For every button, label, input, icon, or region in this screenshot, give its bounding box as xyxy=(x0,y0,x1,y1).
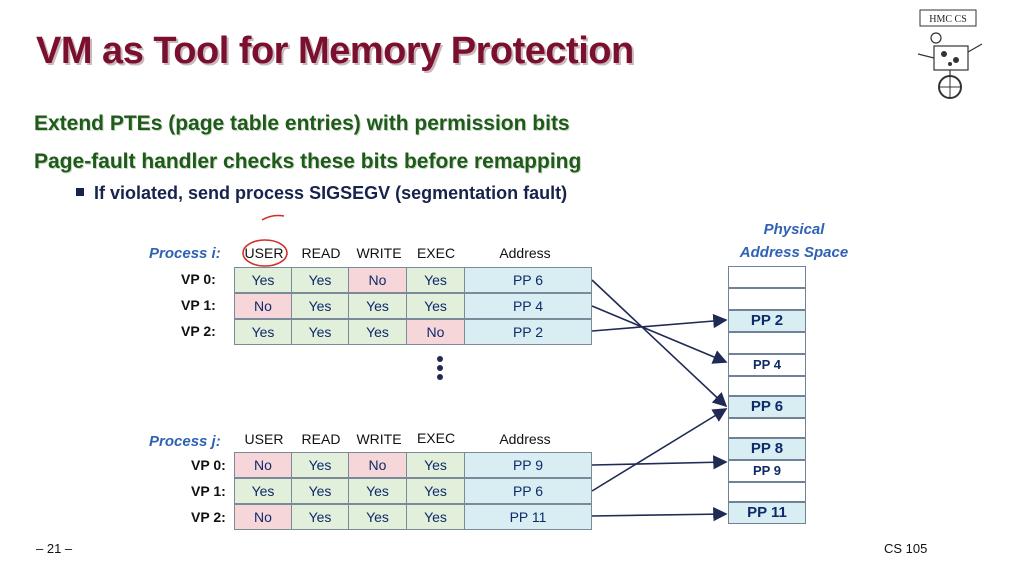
col-header-read: READ xyxy=(301,245,341,261)
process-i-label: Process i: xyxy=(149,245,221,262)
square-bullet-icon xyxy=(76,188,84,197)
perm-cell: Yes xyxy=(234,478,292,504)
col-header-address: Address xyxy=(499,431,551,447)
perm-cell: No xyxy=(234,293,292,319)
sub-bullet-sigsegv: If violated, send process SIGSEGV (segme… xyxy=(76,183,567,204)
perm-cell: No xyxy=(234,504,292,530)
col-header-user: USER xyxy=(244,431,284,447)
perm-cell: No xyxy=(406,319,465,345)
vp-label: VP 1: xyxy=(191,483,226,499)
perm-cell: Yes xyxy=(291,504,349,530)
ellipsis-dot xyxy=(437,374,443,380)
address-cell: PP 11 xyxy=(464,504,592,530)
address-cell: PP 4 xyxy=(464,293,592,319)
perm-cell: Yes xyxy=(348,504,407,530)
arrow-j-vp2-pp11 xyxy=(591,506,728,522)
arrow-i-vp1-pp4 xyxy=(591,305,728,364)
physical-slot: PP 2 xyxy=(728,310,806,332)
col-header-exec: EXEC xyxy=(416,430,456,446)
physical-title-line1: Physical xyxy=(763,221,825,238)
physical-address-space-title: Physical Address Space xyxy=(735,218,853,264)
perm-cell: Yes xyxy=(406,478,465,504)
physical-slot: PP 6 xyxy=(728,396,806,418)
perm-cell: Yes xyxy=(406,293,465,319)
svg-text:HMC CS: HMC CS xyxy=(929,14,967,25)
page-table-j: No Yes No Yes PP 9 Yes Yes Yes Yes PP 6 … xyxy=(234,452,592,530)
arrow-i-vp0-pp6 xyxy=(591,279,728,408)
perm-cell: No xyxy=(348,452,407,478)
perm-cell: Yes xyxy=(406,452,465,478)
address-cell: PP 6 xyxy=(464,478,592,504)
physical-title-line2: Address Space xyxy=(739,244,849,261)
physical-slot: PP 9 xyxy=(728,460,806,482)
arrow-j-vp1-pp6 xyxy=(591,408,728,492)
col-header-write: WRITE xyxy=(356,431,402,447)
perm-cell: Yes xyxy=(234,267,292,293)
vp-label: VP 2: xyxy=(181,323,216,339)
physical-slot: PP 4 xyxy=(728,354,806,376)
page-number: – 21 – xyxy=(36,541,73,556)
physical-slot-empty xyxy=(728,266,806,288)
ellipsis-dot xyxy=(437,356,443,362)
physical-slot-empty xyxy=(728,332,806,354)
perm-cell: Yes xyxy=(348,319,407,345)
perm-cell: Yes xyxy=(234,319,292,345)
perm-cell: Yes xyxy=(291,293,349,319)
col-header-user: USER xyxy=(244,245,284,261)
user-circle-annotation xyxy=(242,239,288,267)
vp-label: VP 0: xyxy=(181,271,216,287)
physical-slot: PP 11 xyxy=(728,502,806,524)
vp-label: VP 0: xyxy=(191,457,226,473)
physical-slot-empty xyxy=(728,376,806,396)
perm-cell: Yes xyxy=(291,319,349,345)
slide-title: VM as Tool for Memory Protection xyxy=(36,30,634,72)
arrow-j-vp0-pp9 xyxy=(591,455,728,470)
course-label: CS 105 xyxy=(884,541,928,556)
perm-cell: Yes xyxy=(406,504,465,530)
col-header-write: WRITE xyxy=(356,245,402,261)
address-cell: PP 9 xyxy=(464,452,592,478)
perm-cell: No xyxy=(348,267,407,293)
red-tick-mark xyxy=(261,214,285,221)
hmc-cs-logo-icon: HMC CS xyxy=(917,9,983,99)
bullet-extend-ptes: Extend PTEs (page table entries) with pe… xyxy=(34,112,570,135)
perm-cell: Yes xyxy=(348,293,407,319)
perm-cell: Yes xyxy=(291,478,349,504)
perm-cell: Yes xyxy=(348,478,407,504)
physical-slot-empty xyxy=(728,482,806,502)
page-table-i: Yes Yes No Yes PP 6 No Yes Yes Yes PP 4 … xyxy=(234,267,592,345)
address-cell: PP 2 xyxy=(464,319,592,345)
physical-slot-empty xyxy=(728,288,806,310)
bullet-page-fault-handler: Page-fault handler checks these bits bef… xyxy=(34,150,582,173)
physical-slot: PP 8 xyxy=(728,438,806,460)
physical-slot-empty xyxy=(728,418,806,438)
col-header-address: Address xyxy=(499,245,551,261)
col-header-exec: EXEC xyxy=(416,245,456,261)
perm-cell: Yes xyxy=(291,267,349,293)
perm-cell: No xyxy=(234,452,292,478)
col-header-read: READ xyxy=(301,431,341,447)
ellipsis-dot xyxy=(437,365,443,371)
address-cell: PP 6 xyxy=(464,267,592,293)
perm-cell: Yes xyxy=(291,452,349,478)
sub-bullet-text: If violated, send process SIGSEGV (segme… xyxy=(94,183,568,203)
arrow-i-vp2-pp2 xyxy=(591,313,728,332)
perm-cell: Yes xyxy=(406,267,465,293)
vp-label: VP 1: xyxy=(181,297,216,313)
vp-label: VP 2: xyxy=(191,509,226,525)
process-j-label: Process j: xyxy=(149,433,221,450)
